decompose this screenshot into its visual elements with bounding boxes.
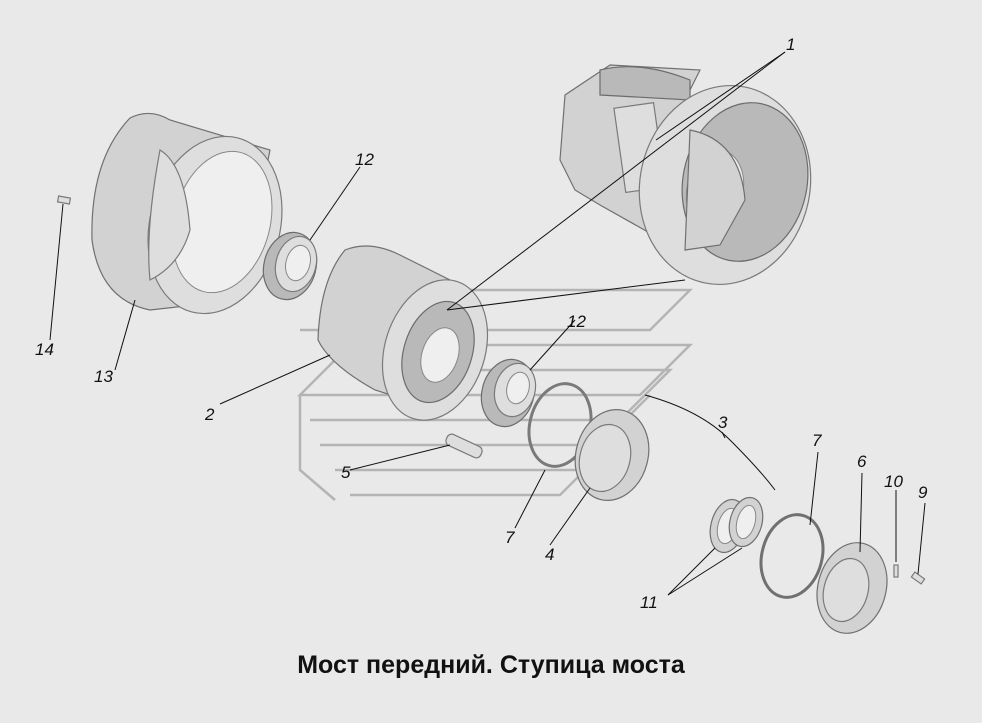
callout-7-right: 7 <box>812 431 822 450</box>
wheel-stud <box>445 433 483 459</box>
callout-9: 9 <box>918 483 928 502</box>
gasket-right <box>759 513 825 599</box>
callout-13: 13 <box>94 367 113 386</box>
bearing-ring-lower <box>480 358 537 428</box>
callout-4: 4 <box>545 545 554 564</box>
callout-1: 1 <box>786 35 795 54</box>
wheel-hub <box>317 245 489 421</box>
callout-14: 14 <box>35 340 54 359</box>
outer-drum <box>91 112 283 315</box>
callout-5: 5 <box>341 463 351 482</box>
callout-12-upper: 12 <box>355 150 374 169</box>
brake-drum-assembly <box>559 64 812 285</box>
callout-11: 11 <box>640 593 658 612</box>
callout-10: 10 <box>884 472 903 491</box>
bolt-14 <box>56 195 72 205</box>
callout-12-lower: 12 <box>567 312 586 331</box>
callout-7-left: 7 <box>505 528 515 547</box>
hub-cover <box>574 409 650 501</box>
end-cover <box>816 542 888 634</box>
callout-labels: 1 12 2 12 3 5 7 4 7 6 10 9 11 13 14 <box>35 35 928 612</box>
bolt-9 <box>910 571 926 585</box>
callout-2: 2 <box>204 405 215 424</box>
callout-6: 6 <box>857 452 867 471</box>
bolt-10 <box>893 564 899 578</box>
sealing-rings <box>709 496 764 554</box>
callout-3: 3 <box>718 413 728 432</box>
diagram-caption: Мост передний. Ступица моста <box>297 651 685 679</box>
leader-lines <box>49 51 926 596</box>
locking-wire <box>644 394 776 491</box>
bearing-ring-upper <box>262 231 318 301</box>
